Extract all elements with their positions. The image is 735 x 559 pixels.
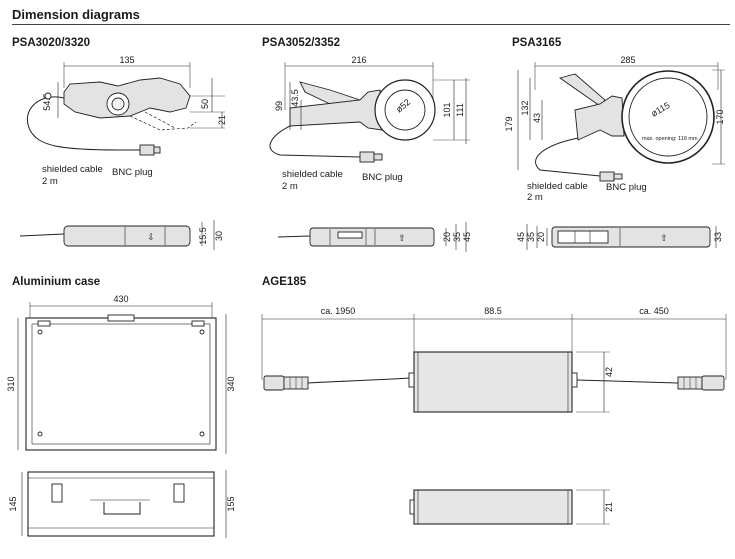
p3-s1-dim: 45	[516, 232, 526, 242]
case-side-view: 145 155	[8, 470, 236, 538]
p3-width-dim: 285	[620, 55, 635, 65]
p1-s2-dim: 30	[214, 231, 224, 241]
age-h-dim: 42	[604, 367, 614, 377]
section-title-aluminium-case: Aluminium case	[12, 276, 101, 288]
case-h2-dim: 340	[226, 376, 236, 391]
p3-s3-dim: 20	[536, 232, 546, 242]
p1-bnc-plug-label: BNC plug	[112, 167, 153, 178]
p3-max-opening-label: max. opening: 119 mm	[642, 136, 698, 142]
psa3165-top-view: ⇧ 45 35 20 33	[516, 224, 723, 250]
p1-shielded-cable-label: shielded cable	[42, 164, 103, 175]
title-rule	[12, 24, 730, 25]
p2-cable-length-label: 2 m	[282, 181, 298, 192]
psa3165-side-view: 285 ø115 max. opening: 119 mm 170 179 13…	[504, 55, 725, 203]
case-d1-dim: 145	[8, 496, 18, 511]
p3-s2-dim: 35	[526, 232, 536, 242]
p2-h2-dim: 43.5	[290, 89, 300, 107]
age-l3-dim: ca. 450	[639, 306, 669, 316]
p2-h1-dim: 99	[274, 101, 284, 111]
svg-text:⇧: ⇧	[398, 233, 406, 243]
case-front-view: 430 310 340	[6, 294, 236, 454]
p2-bnc-plug-label: BNC plug	[362, 172, 403, 183]
age-l1-dim: ca. 1950	[321, 306, 356, 316]
p3-shielded-cable-label: shielded cable	[527, 181, 588, 192]
page-title: Dimension diagrams	[12, 7, 140, 22]
p3-h3-dim: 170	[715, 109, 725, 124]
psa3052-side-view: 216 ø52 101 111 99 43.5 shielded cable 2…	[269, 55, 470, 192]
age-d-dim: 21	[604, 502, 614, 512]
section-title-psa3052: PSA3052/3352	[262, 37, 341, 49]
case-d2-dim: 155	[226, 496, 236, 511]
psa3020-top-view: ⇩ 15.5 30	[19, 220, 224, 250]
section-title-age185: AGE185	[262, 276, 307, 288]
age185-side-view: 21	[409, 489, 614, 525]
p2-width-dim: 216	[351, 55, 366, 65]
p2-h4-dim: 111	[455, 103, 465, 117]
p3-h1-dim: 132	[520, 100, 530, 115]
p2-h3-dim: 101	[442, 102, 452, 117]
age185-top-view: ca. 1950 88.5 ca. 450 42	[261, 306, 727, 413]
p2-shielded-cable-label: shielded cable	[282, 169, 343, 180]
p2-s1-dim: 20	[442, 232, 452, 242]
case-width-dim: 430	[113, 294, 128, 304]
psa3020-side-view: 135 50 21 54.5 shielded cable 2 m BNC pl…	[26, 55, 227, 187]
svg-text:⇧: ⇧	[660, 233, 668, 243]
p2-s3-dim: 45	[462, 232, 472, 242]
p3-bnc-plug-label: BNC plug	[606, 182, 647, 193]
section-title-psa3165: PSA3165	[512, 37, 562, 49]
svg-text:⇩: ⇩	[147, 232, 155, 242]
p3-h0-dim: 179	[504, 116, 514, 131]
case-h1-dim: 310	[6, 376, 16, 391]
p1-h3-dim: 21	[217, 115, 227, 125]
p3-s4-dim: 33	[713, 232, 723, 242]
p3-h2-dim: 43	[532, 113, 542, 123]
p1-cable-length-label: 2 m	[42, 176, 58, 187]
p2-s2-dim: 35	[452, 232, 462, 242]
p1-width-dim: 135	[119, 55, 134, 65]
psa3052-top-view: ⇧ 20 35 45	[277, 222, 472, 252]
p1-s1-dim: 15.5	[198, 227, 208, 245]
p1-h2-dim: 50	[200, 99, 210, 109]
section-title-psa3020: PSA3020/3320	[12, 37, 91, 49]
p3-cable-length-label: 2 m	[527, 192, 543, 203]
age-l2-dim: 88.5	[484, 306, 502, 316]
p1-h1-dim: 54.5	[42, 93, 52, 111]
